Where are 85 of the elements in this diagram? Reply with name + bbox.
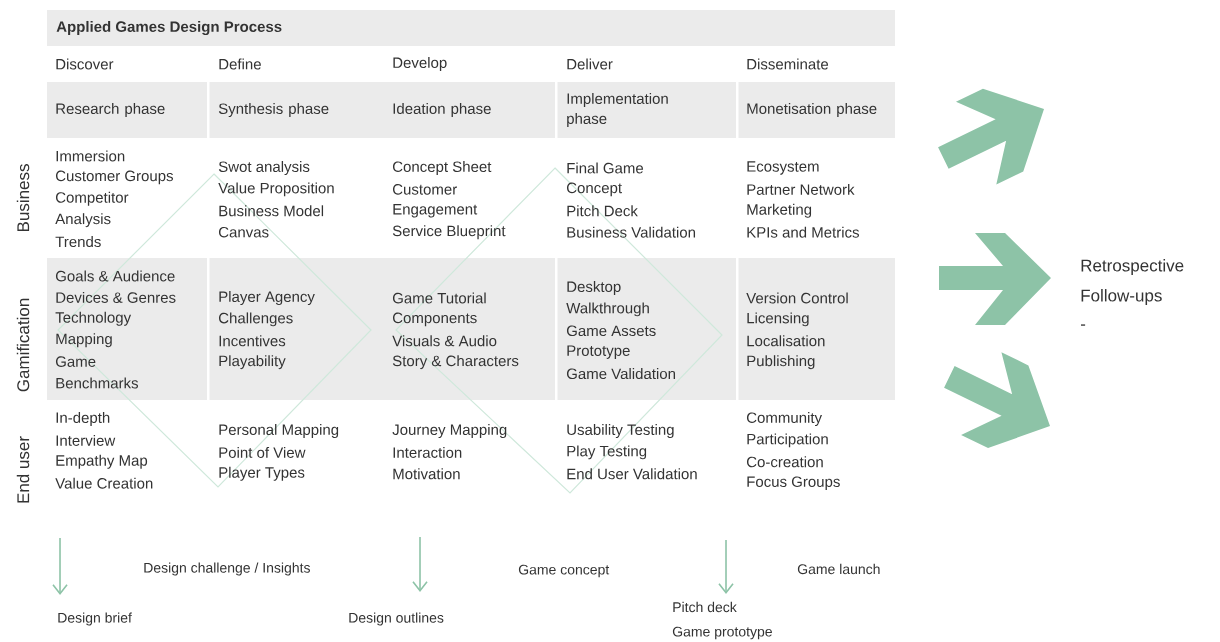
cell-text: Point of View bbox=[219, 446, 306, 458]
cell-text: Player Agency bbox=[219, 291, 315, 305]
cell-text: Publishing bbox=[747, 355, 815, 370]
cell-text: Personal Mapping bbox=[219, 424, 339, 438]
cell-text: Devices & Genres bbox=[56, 291, 176, 303]
cell-text: Story & Characters bbox=[392, 355, 519, 370]
phase-label: Implementation phase bbox=[567, 93, 668, 127]
output-label: Game launch bbox=[797, 563, 880, 575]
cell-text: Concept bbox=[567, 182, 622, 197]
phase-label: Research phase bbox=[56, 103, 165, 117]
row-heading: End user bbox=[16, 436, 30, 503]
cell-text: Walkthrough bbox=[566, 302, 649, 317]
cell-text: Customer Groups bbox=[56, 170, 173, 185]
cell-text: Game Assets bbox=[566, 325, 656, 337]
output-label: Game concept bbox=[518, 564, 610, 578]
cell-text: Challenges bbox=[219, 312, 293, 327]
cell-text: Focus Groups bbox=[747, 476, 840, 490]
cell-text: In-depth bbox=[56, 412, 110, 426]
column-heading: Deliver bbox=[567, 58, 613, 70]
cell-text: Participation bbox=[747, 433, 828, 448]
cell-text: Version Control bbox=[746, 292, 848, 304]
cell-text: Engagement bbox=[393, 204, 478, 218]
cell-text: Player Types bbox=[219, 466, 305, 481]
cell-text: Trends bbox=[55, 236, 101, 248]
cell-text: Desktop bbox=[567, 281, 621, 295]
row-heading: Gamification bbox=[16, 298, 30, 392]
column-heading: Discover bbox=[56, 58, 114, 70]
cell-text: Goals & Audience bbox=[55, 270, 175, 282]
cell-text: Components bbox=[393, 312, 477, 327]
output-label: Game prototype bbox=[672, 626, 772, 640]
cell-text: Empathy Map bbox=[56, 454, 148, 469]
cell-text: Usability Testing bbox=[567, 424, 674, 438]
cell-text: Pitch Deck bbox=[567, 205, 638, 217]
cell-text: Benchmarks bbox=[56, 377, 138, 389]
cell-text: Competitor bbox=[56, 191, 129, 206]
cell-text: Localisation bbox=[747, 335, 825, 347]
cell-text: Customer bbox=[393, 184, 457, 195]
cell-text: KPIs and Metrics bbox=[747, 226, 859, 238]
cell-text: Service Blueprint bbox=[392, 225, 506, 240]
cell-text: Game bbox=[55, 356, 96, 367]
cell-text: Interview bbox=[56, 434, 116, 446]
cell-text: Ecosystem bbox=[747, 161, 819, 175]
cell-text: Motivation bbox=[393, 468, 460, 480]
cell-text: Game Tutorial bbox=[392, 292, 486, 304]
cell-text: Game Validation bbox=[566, 368, 675, 380]
cell-text: Value Creation bbox=[55, 477, 153, 489]
column-heading: Disseminate bbox=[747, 58, 829, 70]
cell-text: Community bbox=[747, 412, 822, 426]
cell-text: Business Model bbox=[219, 205, 324, 217]
cell-text: Business Validation bbox=[567, 226, 695, 238]
cell-text: Visuals & Audio bbox=[392, 335, 497, 347]
cell-text: Interaction bbox=[393, 446, 462, 458]
cell-text: Co-creation bbox=[747, 456, 823, 468]
outcome-text: Follow-ups bbox=[1081, 289, 1162, 305]
cell-text: Immersion bbox=[56, 150, 125, 162]
output-label: Design brief bbox=[58, 612, 132, 626]
cell-text: Swot analysis bbox=[218, 161, 310, 175]
cell-text: Prototype bbox=[567, 345, 630, 359]
outcome-text: - bbox=[1080, 324, 1086, 326]
cell-text: Mapping bbox=[56, 333, 112, 348]
cell-text: Play Testing bbox=[567, 445, 647, 460]
cell-text: Licensing bbox=[747, 312, 809, 327]
cell-text: Incentives bbox=[219, 335, 286, 347]
cell-text: Journey Mapping bbox=[392, 424, 507, 438]
cell-text: Marketing bbox=[747, 203, 812, 218]
cell-text: Canvas bbox=[219, 226, 269, 238]
cell-text: Playability bbox=[219, 355, 286, 370]
cell-text: Technology bbox=[55, 311, 132, 326]
cell-text: Partner Network bbox=[747, 183, 855, 195]
output-label: Design challenge / Insights bbox=[144, 562, 310, 576]
cell-text: End User Validation bbox=[567, 468, 697, 480]
output-label: Design outlines bbox=[349, 612, 444, 626]
cell-text: Value Proposition bbox=[218, 182, 334, 197]
output-label: Pitch deck bbox=[673, 601, 737, 613]
column-heading: Define bbox=[219, 58, 261, 70]
cell-text: Analysis bbox=[55, 213, 111, 228]
cell-text: Concept Sheet bbox=[393, 161, 492, 175]
phase-label: Ideation phase bbox=[393, 103, 491, 117]
cell-text: Final Game bbox=[567, 162, 644, 174]
outcome-text: Retrospective bbox=[1081, 259, 1184, 275]
column-heading: Develop bbox=[393, 57, 447, 71]
table-title: Applied Games Design Process bbox=[56, 20, 282, 35]
phase-label: Synthesis phase bbox=[218, 103, 329, 117]
row-heading: Business bbox=[16, 164, 30, 232]
phase-label: Monetisation phase bbox=[747, 103, 877, 117]
